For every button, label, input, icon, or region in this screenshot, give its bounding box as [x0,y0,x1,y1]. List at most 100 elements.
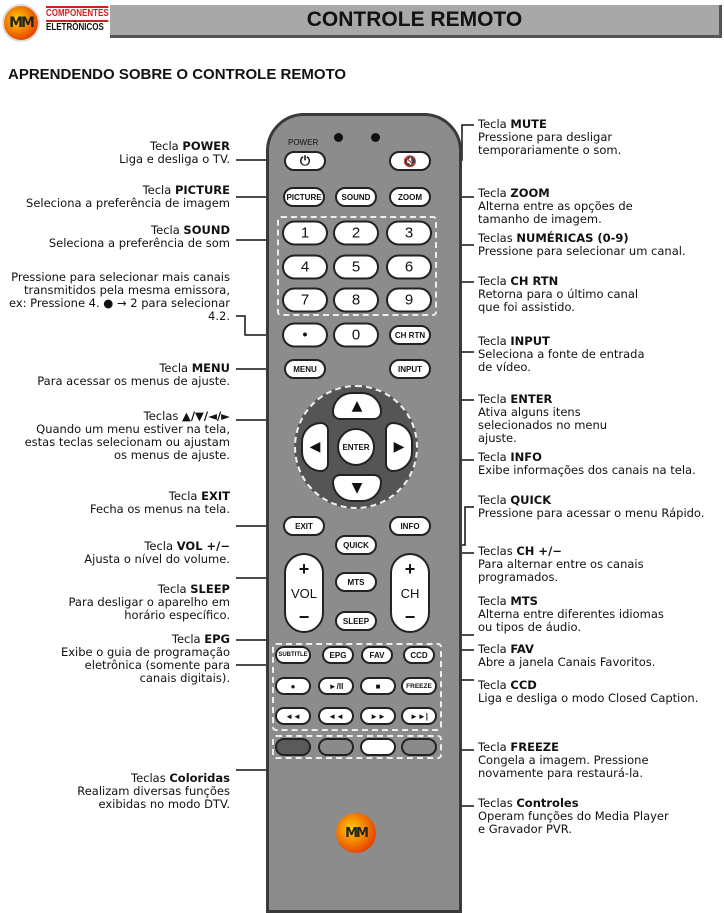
power-button[interactable]: ⏻ [284,151,326,171]
number-button-5[interactable]: 5 [333,254,379,280]
number-button-1[interactable]: 1 [282,220,328,246]
media-controls-outline [272,643,442,731]
number-button-7[interactable]: 7 [282,287,328,313]
annotation-description: Pressione para desligar temporariamente … [478,130,622,157]
next-button[interactable]: ►►| [401,707,437,725]
brand-line1: COMPONENTES [46,6,109,22]
annotation-title: Tecla FREEZE [478,740,559,754]
rewind-button[interactable]: ◄◄ [275,707,311,725]
volume-rocker[interactable]: +VOL− [284,553,324,633]
logo-text: MM [9,15,35,31]
annotation-dot: Pressione para selecionar mais canais tr… [5,271,230,323]
remote-logo: MM [336,813,376,853]
channel-rocker[interactable]: + CH − [390,553,430,633]
right-button[interactable]: ▶ [385,422,413,472]
number-button-4[interactable]: 4 [282,254,328,280]
sleep-button[interactable]: SLEEP [335,611,377,631]
mute-button[interactable]: 🔇 [389,151,431,171]
ch-label: CH [400,585,420,601]
annotation-description: Para desligar o aparelho em horário espe… [68,595,230,622]
record-button[interactable]: ● [275,677,311,695]
annotation-description: Operam funções do Media Player e Gravado… [478,809,669,836]
quick-button[interactable]: QUICK [335,535,377,555]
right-arrow-icon: ▶ [393,439,405,455]
annotation-description: Congela a imagem. Pressione novamente pa… [478,753,649,780]
annotation-description: Abre a janela Canais Favoritos. [478,655,656,669]
number-button-3[interactable]: 3 [386,220,432,246]
subtitle-button[interactable]: SUBTITLE [275,646,311,664]
epg-button[interactable]: EPG [322,646,354,664]
mts-button[interactable]: MTS [335,572,377,592]
number-button-6[interactable]: 6 [386,254,432,280]
down-arrow-icon: ▼ [351,480,363,496]
annotation-description: Pressione para acessar o menu Rápido. [478,506,705,520]
annotation-title: Tecla POWER [150,139,230,153]
annotation-title: Tecla ZOOM [478,186,550,200]
annotation-title: Tecla CCD [478,678,537,692]
enter-button[interactable]: ENTER [337,428,375,466]
annotation-title: Tecla EXIT [168,489,230,503]
annotation-description: Seleciona a preferência de imagem [26,196,230,210]
annotation-title: Teclas CH +/− [478,544,562,558]
picture-button[interactable]: PICTURE [283,187,325,207]
fast-forward-button[interactable]: ►► [360,707,396,725]
freeze-button[interactable]: FREEZE [401,677,437,695]
brand-logo: MM [2,4,40,42]
number-button-2[interactable]: 2 [333,220,379,246]
ch-down-button[interactable]: − [404,607,416,627]
mute-icon: 🔇 [403,155,417,168]
input-button[interactable]: INPUT [389,359,431,379]
numeric-group-outline [277,216,437,316]
color-button-1[interactable] [275,738,311,756]
annotation-title: Tecla SLEEP [157,582,230,596]
play-pause-button[interactable]: ►/II [318,677,354,695]
annotation-title: Tecla INPUT [478,334,550,348]
brand-line2: ELETRÔNICOS [46,22,104,33]
vol-down-button[interactable]: − [298,607,310,627]
previous-button[interactable]: ◄◄ [318,707,354,725]
remote-control-body [266,113,462,913]
info-button[interactable]: INFO [389,516,431,536]
annotation-description: Pressione para selecionar mais canais tr… [8,270,230,323]
exit-button[interactable]: EXIT [283,516,325,536]
page-title: CONTROLE REMOTO [110,5,722,38]
color-button-2[interactable] [318,738,354,756]
left-arrow-icon: ◀ [309,439,321,455]
ch-rtn-button[interactable]: CH RTN [389,325,431,345]
annotation-description: Para acessar os menus de ajuste. [37,374,230,388]
number-button-8[interactable]: 8 [333,287,379,313]
stop-button[interactable]: ■ [360,677,396,695]
annotation-title: Tecla ENTER [478,392,553,406]
annotation-title: Tecla PICTURE [142,183,230,197]
annotation-description: Liga e desliga o TV. [119,152,230,166]
number-button-9[interactable]: 9 [386,287,432,313]
ch-up-button[interactable]: + [404,559,416,579]
number-button-0[interactable]: 0 [333,322,379,348]
sound-button[interactable]: SOUND [335,187,377,207]
annotation-num-ricas-0-9-: Teclas NUMÉRICAS (0-9)Pressione para sel… [478,232,718,258]
annotation-description: Pressione para selecionar um canal. [478,244,686,258]
menu-button[interactable]: MENU [284,359,326,379]
dot-button[interactable]: • [282,322,328,348]
annotation-title: Tecla MUTE [478,117,547,131]
left-button[interactable]: ◀ [301,422,329,472]
up-button[interactable]: ▲ [332,392,382,420]
down-button[interactable]: ▼ [332,474,382,502]
vol-up-button[interactable]: + [298,559,310,579]
color-button-3[interactable] [360,738,396,756]
annotation-title: Teclas Controles [478,796,579,810]
color-button-4[interactable] [401,738,437,756]
ccd-button[interactable]: CCD [403,646,435,664]
fav-button[interactable]: FAV [361,646,393,664]
zoom-button[interactable]: ZOOM [389,187,431,207]
